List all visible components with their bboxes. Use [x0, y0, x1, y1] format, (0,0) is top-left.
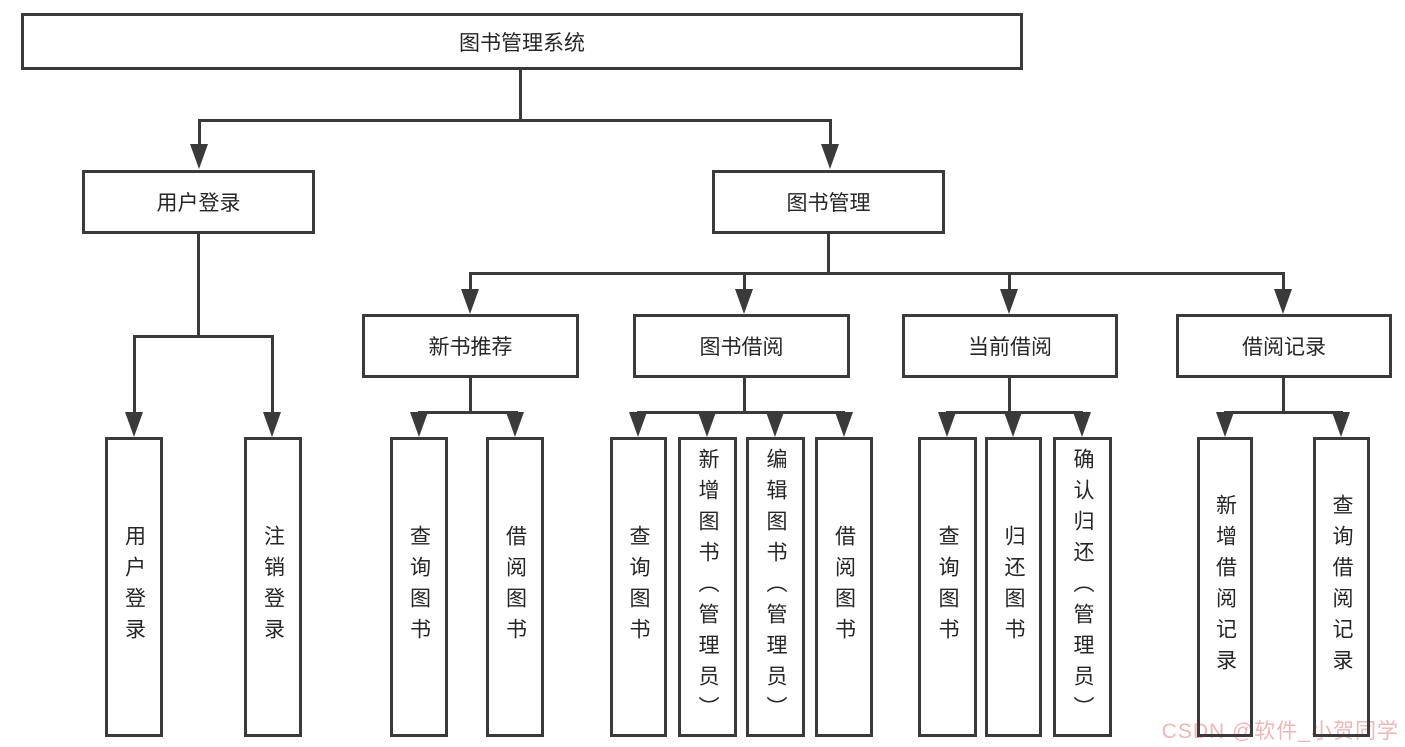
- connector-book-mgmt-drop-1: [469, 272, 472, 291]
- node-label: 图书管理系统: [459, 31, 585, 55]
- arrow-to-book-management: [821, 144, 839, 169]
- node-label: 新增图书（管理员）: [696, 447, 719, 727]
- node-leaf-query-books-current: 查询图书: [918, 437, 977, 737]
- node-label: 新增借阅记录: [1213, 494, 1237, 680]
- watermark: CSDN @软件_小贺同学: [1161, 720, 1399, 743]
- node-leaf-user-login: 用户登录: [105, 437, 163, 737]
- connector-book-mgmt-drop-4: [1282, 272, 1285, 291]
- node-label: 归还图书: [1002, 525, 1025, 649]
- arrow-current-borrow-leaf-3: [1073, 412, 1091, 437]
- connector-root-right-drop: [829, 119, 832, 146]
- node-leaf-add-books-admin: 新增图书（管理员）: [678, 437, 737, 737]
- connector-book-mgmt-drop-3: [1008, 272, 1011, 291]
- arrow-current-borrow-leaf-1: [938, 412, 956, 437]
- connector-book-mgmt-stem: [827, 234, 830, 272]
- connector-root-stem: [519, 70, 522, 120]
- arrow-to-login: [125, 412, 143, 437]
- node-label: 借阅图书: [503, 525, 527, 649]
- arrow-current-borrow-leaf-2: [1004, 412, 1022, 437]
- node-label: 当前借阅: [968, 336, 1052, 359]
- node-leaf-logout: 注销登录: [244, 437, 302, 737]
- node-label: 确认归还（管理员）: [1071, 447, 1094, 727]
- node-label: 用户登录: [156, 192, 241, 215]
- node-label: 借阅记录: [1242, 336, 1326, 359]
- node-leaf-edit-books-admin: 编辑图书（管理员）: [746, 437, 805, 737]
- connector-user-login-stem: [197, 234, 200, 335]
- connector-root-branch: [198, 119, 832, 122]
- arrow-new-book-leaf-2: [506, 412, 524, 437]
- connector-book-mgmt-branch: [469, 272, 1285, 275]
- node-book-borrowing: 图书借阅: [633, 314, 850, 378]
- node-current-borrowing: 当前借阅: [902, 314, 1118, 378]
- node-label: 新书推荐: [428, 336, 513, 359]
- connector-new-book-branch: [418, 411, 518, 414]
- arrow-borrow-records-leaf-2: [1332, 412, 1350, 437]
- node-leaf-borrow-books: 借阅图书: [815, 437, 873, 737]
- node-label: 图书管理: [786, 192, 871, 215]
- arrow-to-new-book-rec: [461, 289, 479, 314]
- node-borrowing-records: 借阅记录: [1176, 314, 1392, 378]
- connector-user-login-drop-1: [133, 335, 136, 414]
- connector-borrow-records-stem: [1282, 378, 1285, 411]
- arrow-to-current-borrow: [1000, 289, 1018, 314]
- arrow-to-user-login: [190, 144, 208, 169]
- connector-user-login-branch: [133, 335, 274, 338]
- node-leaf-query-books-rec: 查询图书: [390, 437, 448, 737]
- node-leaf-return-books: 归还图书: [985, 437, 1042, 737]
- arrow-borrow-records-leaf-1: [1216, 412, 1234, 437]
- node-label: 借阅图书: [832, 525, 856, 649]
- node-new-book-recommendation: 新书推荐: [362, 314, 579, 378]
- node-label: 编辑图书（管理员）: [764, 447, 787, 727]
- arrow-to-borrow-records: [1274, 289, 1292, 314]
- connector-borrow-records-branch: [1224, 411, 1343, 414]
- connector-book-mgmt-drop-2: [743, 272, 746, 291]
- node-book-management: 图书管理: [712, 170, 945, 234]
- node-leaf-query-borrow-record: 查询借阅记录: [1313, 437, 1370, 737]
- node-label: 查询图书: [627, 525, 650, 649]
- arrow-to-logout: [263, 412, 281, 437]
- arrow-new-book-leaf-1: [410, 412, 428, 437]
- connector-new-book-stem: [469, 378, 472, 411]
- node-user-login: 用户登录: [82, 170, 315, 234]
- arrow-book-borrow-leaf-2: [698, 412, 716, 437]
- connector-current-borrow-stem: [1008, 378, 1011, 411]
- arrow-book-borrow-leaf-1: [629, 412, 647, 437]
- node-leaf-query-books-borrow: 查询图书: [610, 437, 667, 737]
- node-label: 查询图书: [936, 525, 959, 649]
- node-label: 查询图书: [407, 525, 431, 649]
- arrow-book-borrow-leaf-3: [766, 412, 784, 437]
- connector-book-borrow-branch: [637, 411, 845, 414]
- node-label: 图书借阅: [699, 336, 784, 359]
- node-leaf-borrow-books-rec: 借阅图书: [486, 437, 544, 737]
- connector-user-login-drop-2: [271, 335, 274, 414]
- node-label: 注销登录: [261, 525, 285, 649]
- node-library-management-system: 图书管理系统: [21, 13, 1023, 70]
- connector-root-left-drop: [198, 119, 201, 146]
- node-leaf-add-borrow-record: 新增借阅记录: [1197, 437, 1253, 737]
- arrow-to-book-borrow: [735, 289, 753, 314]
- node-leaf-confirm-return-admin: 确认归还（管理员）: [1053, 437, 1112, 737]
- connector-book-borrow-stem: [743, 378, 746, 411]
- node-label: 查询借阅记录: [1330, 494, 1353, 680]
- node-label: 用户登录: [122, 525, 146, 649]
- arrow-book-borrow-leaf-4: [835, 412, 853, 437]
